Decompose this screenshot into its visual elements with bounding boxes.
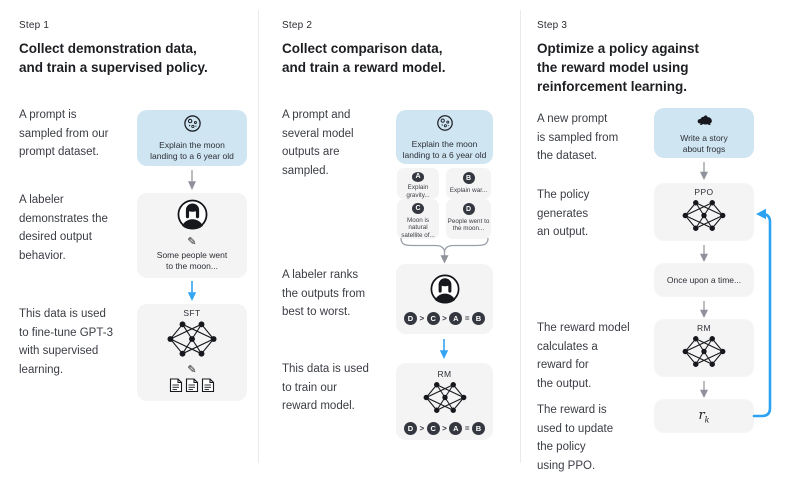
step3-caption-update: The reward is used to update the policy … (537, 404, 614, 472)
ranking-letter: A (449, 311, 463, 325)
frog-icon (696, 112, 713, 131)
rm-title: RM (437, 368, 452, 379)
step1-demo-text: Some people went to the moon... (156, 250, 228, 271)
ranking-letter: B (472, 311, 485, 325)
sft-title: SFT (183, 307, 201, 318)
step1-labeler-box: ✎ Some people went to the moon... (137, 193, 247, 278)
output-letter-badge: C (412, 203, 424, 214)
step3-label: Step 3 (537, 20, 568, 31)
output-letter-badge: A (412, 172, 424, 182)
output-letter-badge: D (462, 203, 475, 215)
ranking-letter: D (403, 311, 417, 325)
step3-headline: Optimize a policy against the reward mod… (537, 41, 700, 94)
arrow-down-icon (186, 169, 198, 196)
step1-caption-prompt: A prompt is sampled from our prompt data… (19, 109, 109, 158)
documents-icon (169, 377, 215, 398)
ranking-letter: D (403, 421, 417, 435)
step1-headline: Collect demonstration data, and train a … (19, 41, 208, 75)
ranking-letter: A (449, 421, 463, 435)
output-label: People went to the moon... (447, 217, 490, 233)
arrow-down-blue-icon (438, 338, 450, 365)
column-divider (258, 10, 259, 463)
ppo-title: PPO (694, 187, 714, 197)
output-card-c: C Moon is natural satellite of... (397, 199, 439, 239)
ranking-letter: B (472, 421, 485, 435)
ranking-letter: C (426, 421, 440, 435)
ranking-separator: > (419, 423, 425, 433)
step2-caption-rank: A labeler ranks the outputs from best to… (282, 269, 366, 318)
output-card-a: A Explain gravity... (397, 168, 439, 199)
ranking-separator: = (464, 423, 470, 433)
reward-symbol: rk (698, 407, 710, 425)
step1-label: Step 1 (19, 20, 50, 31)
ranking-separator: > (419, 313, 425, 323)
arrow-down-icon (698, 161, 710, 186)
step1-caption-finetune: This data is used to fine-tune GPT-3 wit… (19, 308, 113, 376)
step3-caption-policy: The policy generates an output. (537, 189, 590, 238)
arrow-down-icon (698, 380, 710, 404)
step2-caption-train: This data is used to train our reward mo… (282, 363, 369, 412)
neural-network-icon (681, 335, 727, 373)
labeler-icon (177, 199, 208, 235)
arrow-down-icon (698, 244, 710, 268)
step2-prompt-text: Explain the moon landing to a 6 year old (402, 138, 487, 160)
step3-prompt-box: Write a story about frogs (654, 108, 754, 158)
output-letter-badge: B (462, 172, 475, 184)
output-label: Moon is natural satellite of... (401, 216, 435, 239)
ranking-separator: = (464, 313, 470, 323)
step2-labeler-box: D > C > A = B (396, 264, 493, 334)
step1-prompt-box: Explain the moon landing to a 6 year old (137, 110, 247, 166)
ranking: D > C > A = B (403, 421, 485, 435)
step1-prompt-text: Explain the moon landing to a 6 year old (150, 140, 234, 161)
step2-caption-prompt: A prompt and several model outputs are s… (282, 109, 354, 177)
ranking-letter: C (426, 311, 440, 325)
output-card-d: D People went to the moon... (446, 199, 491, 239)
step1-caption-labeler: A labeler demonstrates the desired outpu… (19, 194, 108, 262)
ranking-separator: > (442, 313, 447, 323)
ranking-separator: > (442, 423, 447, 433)
output-label: Explain gravity... (406, 184, 430, 199)
arrow-down-icon (698, 300, 710, 324)
neural-network-icon (165, 320, 219, 363)
column-divider (520, 10, 521, 463)
step2-headline: Collect comparison data, and train a rew… (282, 41, 446, 75)
step3-rm-box: RM (654, 319, 754, 377)
neural-network-icon (681, 199, 727, 237)
output-label: Explain war... (449, 186, 488, 194)
rm-title: RM (696, 323, 712, 333)
ranking: D > C > A = B (403, 311, 485, 325)
step3-caption-prompt: A new prompt is sampled from the dataset… (537, 113, 619, 162)
step3-ppo-box: PPO (654, 183, 754, 241)
output-card-b: B Explain war... (446, 168, 491, 199)
step3-output-box: Once upon a time... (654, 263, 754, 297)
labeler-icon (430, 274, 460, 309)
step2-prompt-box: Explain the moon landing to a 6 year old (396, 110, 493, 164)
pencil-icon: ✎ (187, 363, 197, 376)
step3-output-text: Once upon a time... (666, 274, 742, 285)
brace-connector-icon (396, 237, 493, 269)
step1-sft-box: SFT ✎ (137, 304, 247, 401)
step2-rm-box: RM D > C > A = B (396, 363, 493, 440)
step3-reward-box: rk (654, 399, 754, 433)
step3-prompt-text: Write a story about frogs (680, 132, 728, 154)
moon-icon (436, 114, 454, 137)
step3-caption-reward-calc: The reward model calculates a reward for… (537, 322, 630, 390)
step2-label: Step 2 (282, 20, 313, 31)
arrow-down-blue-icon (186, 280, 198, 307)
pencil-icon: ✎ (187, 236, 197, 248)
moon-icon (183, 114, 202, 138)
neural-network-icon (422, 381, 468, 419)
